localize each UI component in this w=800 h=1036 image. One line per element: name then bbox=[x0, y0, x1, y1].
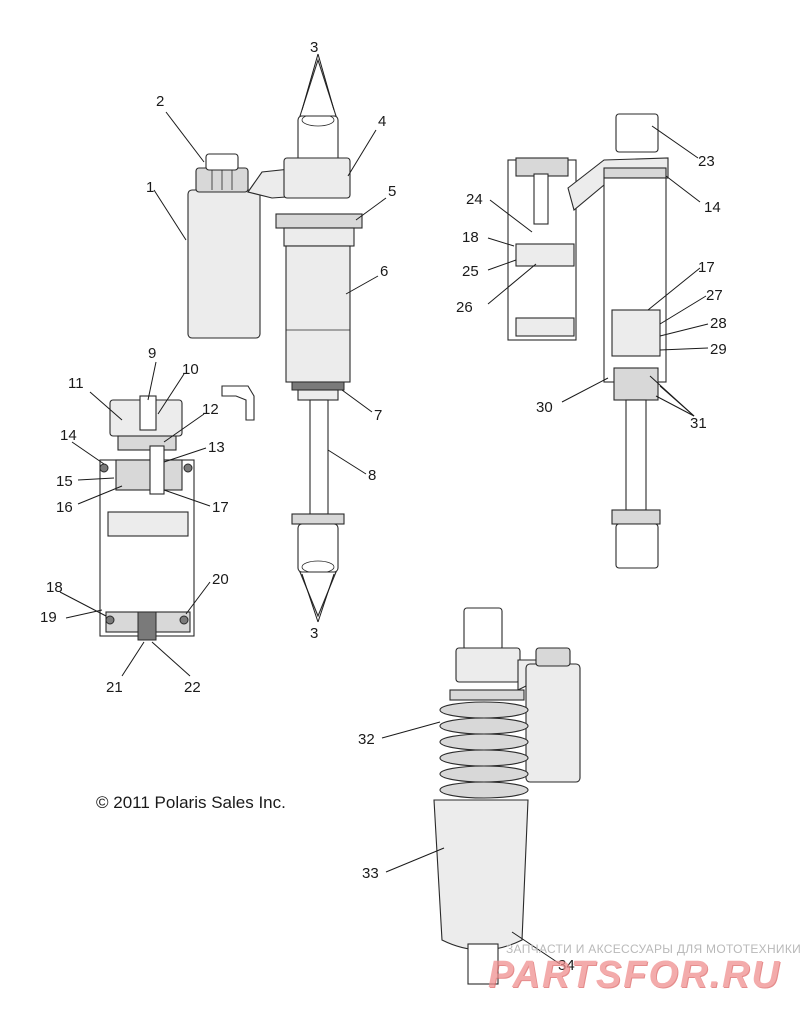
dust-boot bbox=[433, 799, 529, 951]
collar-base bbox=[283, 227, 355, 247]
callout-labels: 3 2 4 1 5 6 7 8 3 9 10 11 12 14 13 15 16… bbox=[40, 39, 727, 974]
callout-29: 29 bbox=[710, 341, 727, 358]
spring-collar bbox=[275, 213, 363, 229]
seal-ring bbox=[291, 381, 345, 391]
assembled-collar bbox=[449, 689, 525, 701]
section-res-piston bbox=[515, 243, 575, 267]
reservoir-knob bbox=[205, 153, 239, 171]
reservoir-cutaway bbox=[99, 395, 195, 641]
callout-34: 34 bbox=[558, 957, 575, 974]
cutaway-shaft bbox=[149, 445, 165, 495]
bottom-bumper bbox=[291, 513, 345, 525]
bottom-eyelet bbox=[297, 523, 339, 573]
callout-15: 15 bbox=[56, 473, 73, 490]
callout-6: 6 bbox=[380, 263, 388, 280]
callout-3-bottom: 3 bbox=[310, 625, 318, 642]
callout-17-right: 17 bbox=[698, 259, 715, 276]
section-bumper bbox=[611, 509, 661, 525]
callout-27: 27 bbox=[706, 287, 723, 304]
section-piston bbox=[611, 309, 661, 357]
callout-24: 24 bbox=[466, 191, 483, 208]
callout-10: 10 bbox=[182, 361, 199, 378]
section-bottom-eyelet bbox=[615, 523, 659, 569]
cutaway-piston bbox=[115, 459, 183, 491]
watermark-tagline: ЗАПЧАСТИ И АКСЕССУАРЫ ДЛЯ МОТОТЕХНИКИ bbox=[506, 942, 800, 956]
callout-20: 20 bbox=[212, 571, 229, 588]
shaft bbox=[309, 399, 329, 515]
leader-lines bbox=[59, 53, 709, 965]
assembled-shock bbox=[433, 607, 581, 985]
cutaway-cap-base bbox=[117, 435, 177, 451]
callout-18-left: 18 bbox=[46, 579, 63, 596]
callout-4: 4 bbox=[378, 113, 386, 130]
section-top-eyelet bbox=[615, 113, 659, 153]
shock-head bbox=[283, 157, 351, 199]
callout-1: 1 bbox=[146, 179, 154, 196]
section-res-cap bbox=[515, 157, 569, 177]
assembled-head bbox=[455, 647, 521, 683]
callout-3-top: 3 bbox=[310, 39, 318, 56]
callout-17-left: 17 bbox=[212, 499, 229, 516]
callout-33: 33 bbox=[362, 865, 379, 882]
clip-part bbox=[221, 385, 255, 421]
assembled-reservoir bbox=[525, 663, 581, 783]
shock-assembly-main bbox=[187, 58, 363, 618]
callout-12: 12 bbox=[202, 401, 219, 418]
callout-9: 9 bbox=[148, 345, 156, 362]
shock-cross-section bbox=[507, 113, 669, 569]
callout-14-right: 14 bbox=[704, 199, 721, 216]
callout-11: 11 bbox=[68, 375, 84, 392]
callout-19: 19 bbox=[40, 609, 57, 626]
watermark-logo: PARTSFOR.RU bbox=[488, 954, 781, 996]
callout-22: 22 bbox=[184, 679, 201, 696]
top-bolt-cone bbox=[299, 58, 337, 117]
callout-8: 8 bbox=[368, 467, 376, 484]
seal-cap bbox=[297, 389, 339, 401]
callout-26: 26 bbox=[456, 299, 473, 316]
callout-16: 16 bbox=[56, 499, 73, 516]
section-res-endcap bbox=[515, 317, 575, 337]
section-head bbox=[603, 167, 667, 179]
callout-18-right: 18 bbox=[462, 229, 479, 246]
callout-25: 25 bbox=[462, 263, 479, 280]
callout-30: 30 bbox=[536, 399, 553, 416]
copyright-text: © 2011 Polaris Sales Inc. bbox=[96, 793, 286, 812]
callout-2: 2 bbox=[156, 93, 164, 110]
assembled-top-eyelet bbox=[463, 607, 503, 651]
callout-32: 32 bbox=[358, 731, 375, 748]
callout-23: 23 bbox=[698, 153, 715, 170]
cutaway-floating-piston bbox=[107, 511, 189, 537]
assembled-res-cap bbox=[535, 647, 571, 667]
cutaway-needle bbox=[139, 395, 157, 431]
section-res-stem bbox=[533, 173, 549, 225]
shock-body bbox=[285, 245, 351, 383]
callout-5: 5 bbox=[388, 183, 396, 200]
callout-13: 13 bbox=[208, 439, 225, 456]
cutaway-valve bbox=[137, 611, 157, 641]
section-seal-head bbox=[613, 367, 659, 401]
section-shaft bbox=[625, 399, 647, 511]
callout-31: 31 bbox=[690, 415, 707, 432]
assembled-bottom-eyelet bbox=[467, 943, 499, 985]
reservoir-body bbox=[187, 189, 261, 339]
callout-14-left: 14 bbox=[60, 427, 77, 444]
callout-28: 28 bbox=[710, 315, 727, 332]
callout-21: 21 bbox=[106, 679, 123, 696]
spring bbox=[439, 701, 529, 799]
callout-7: 7 bbox=[374, 407, 382, 424]
bottom-bolt-cone bbox=[299, 571, 337, 618]
